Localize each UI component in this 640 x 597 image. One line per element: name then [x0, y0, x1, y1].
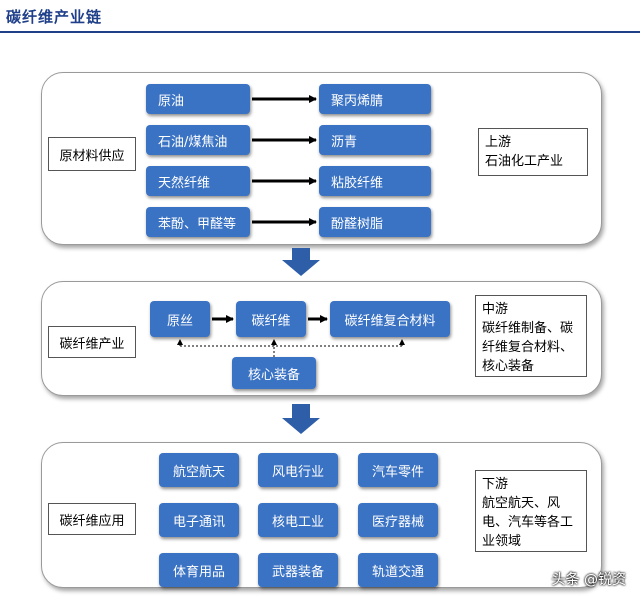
downstream-note-line: 下游 [482, 477, 509, 492]
midstream-label: 碳纤维产业 [48, 326, 136, 358]
downstream-note-line: 电、汽车等各工 [482, 515, 574, 530]
midstream-note-line: 纤维复合材料、 [482, 340, 574, 355]
product-node-pan: 聚丙烯腈 [319, 84, 431, 114]
downstream-label: 碳纤维应用 [48, 503, 136, 535]
midstream-note-line: 中游 [482, 302, 509, 317]
upstream-note-line: 石油化工产业 [485, 154, 564, 169]
source-node-petroleum-coal-tar: 石油/煤焦油 [146, 125, 250, 155]
app-node-wind-power: 风电行业 [258, 453, 338, 487]
source-node-crude-oil: 原油 [146, 84, 250, 114]
midstream-note-line: 核心装备 [482, 359, 535, 374]
product-node-pitch: 沥青 [319, 125, 431, 155]
app-node-electronics: 电子通讯 [159, 503, 239, 537]
app-node-nuclear: 核电工业 [258, 503, 338, 537]
upstream-label: 原材料供应 [48, 137, 136, 171]
upstream-note: 上游 石油化工产业 [478, 128, 588, 176]
stage-arrow-up-to-mid [282, 248, 320, 276]
chain-node-carbon-fiber: 碳纤维 [236, 301, 306, 337]
watermark: 头条 @锐资 [551, 572, 626, 588]
midstream-note-line: 碳纤维制备、碳 [482, 321, 574, 336]
midstream-note: 中游 碳纤维制备、碳 纤维复合材料、 核心装备 [475, 295, 587, 377]
page-title: 碳纤维产业链 [6, 8, 103, 26]
stage-arrow-mid-to-down [282, 404, 320, 434]
app-node-weapons: 武器装备 [258, 553, 338, 587]
app-node-rail: 轨道交通 [358, 553, 438, 587]
equipment-node: 核心装备 [232, 357, 316, 389]
source-node-natural-fiber: 天然纤维 [146, 166, 250, 196]
product-node-viscose-fiber: 粘胶纤维 [319, 166, 431, 196]
downstream-note-line: 航空航天、风 [482, 496, 561, 511]
source-node-phenol-formaldehyde: 苯酚、甲醛等 [146, 207, 250, 237]
app-node-auto-parts: 汽车零件 [358, 453, 438, 487]
title-divider [0, 31, 640, 33]
app-node-medical: 医疗器械 [358, 503, 438, 537]
product-node-phenolic-resin: 酚醛树脂 [319, 207, 431, 237]
downstream-note-line: 业领域 [482, 534, 522, 549]
chain-node-precursor: 原丝 [150, 301, 210, 337]
app-node-aerospace: 航空航天 [159, 453, 239, 487]
upstream-note-line: 上游 [485, 135, 512, 150]
downstream-note: 下游 航空航天、风 电、汽车等各工 业领域 [475, 470, 587, 552]
app-node-sports: 体育用品 [159, 553, 239, 587]
chain-node-composite: 碳纤维复合材料 [330, 301, 450, 337]
